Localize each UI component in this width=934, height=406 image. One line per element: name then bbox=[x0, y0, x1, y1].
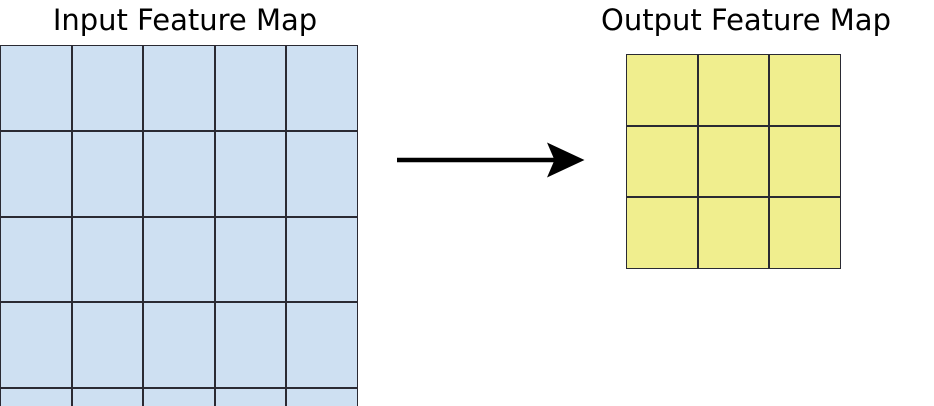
input-feature-map-title: Input Feature Map bbox=[52, 3, 318, 37]
input-feature-map-cell bbox=[214, 216, 287, 303]
input-feature-map-cell bbox=[0, 388, 72, 406]
input-feature-map-cell bbox=[143, 388, 215, 406]
input-feature-map-cell bbox=[143, 216, 215, 303]
input-feature-map-cell bbox=[0, 216, 72, 303]
input-feature-map-cell bbox=[0, 45, 72, 131]
input-feature-map-cell bbox=[0, 302, 72, 389]
output-feature-map-cell bbox=[626, 197, 698, 269]
input-feature-map-cell bbox=[71, 216, 144, 303]
transform-arrow bbox=[397, 142, 585, 178]
input-feature-map-cell bbox=[286, 302, 358, 389]
input-feature-map-cell bbox=[214, 388, 287, 406]
input-feature-map-cell bbox=[71, 45, 144, 131]
input-feature-map-cell bbox=[214, 302, 287, 389]
output-feature-map-cell bbox=[769, 197, 841, 269]
output-feature-map-cell bbox=[697, 54, 770, 126]
output-feature-map-cell bbox=[626, 54, 698, 126]
output-feature-map-cell bbox=[769, 54, 841, 126]
arrow-head bbox=[547, 142, 585, 178]
input-feature-map-cell bbox=[143, 130, 215, 217]
output-feature-map-cell bbox=[626, 125, 698, 198]
input-feature-map-grid bbox=[0, 45, 358, 406]
input-feature-map-cell bbox=[71, 130, 144, 217]
input-feature-map-cell bbox=[286, 216, 358, 303]
output-feature-map-title: Output Feature Map bbox=[601, 3, 891, 37]
input-feature-map-cell bbox=[286, 130, 358, 217]
input-feature-map-cell bbox=[143, 45, 215, 131]
input-feature-map-cell bbox=[71, 388, 144, 406]
input-feature-map-cell bbox=[286, 388, 358, 406]
input-feature-map-cell bbox=[0, 130, 72, 217]
output-feature-map-cell bbox=[769, 125, 841, 198]
input-feature-map-cell bbox=[214, 45, 287, 131]
input-feature-map-cell bbox=[214, 130, 287, 217]
output-feature-map-cell bbox=[697, 197, 770, 269]
input-feature-map-cell bbox=[286, 45, 358, 131]
output-feature-map-grid bbox=[626, 54, 841, 269]
input-feature-map-cell bbox=[143, 302, 215, 389]
input-feature-map-cell bbox=[71, 302, 144, 389]
output-feature-map-cell bbox=[697, 125, 770, 198]
